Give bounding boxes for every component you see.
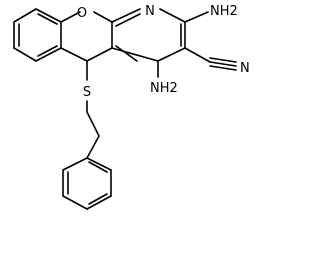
amine-2-label: NH2 (210, 4, 238, 19)
molecule-structure-diagram: O N NH2 N NH2 S (13, 4, 250, 210)
phenyl-ring (62, 157, 112, 210)
pyridine-ring (111, 8, 186, 62)
substituent-bonds (86, 11, 237, 81)
nitrile-nitrogen-label: N (240, 61, 250, 76)
sulfur-label: S (83, 85, 91, 100)
ring-oxygen-label: O (77, 6, 87, 21)
pyran-ring (60, 11, 113, 62)
benzyl-chain (86, 100, 100, 159)
pyridine-nitrogen-label: N (145, 4, 155, 19)
amine-4-label: NH2 (150, 81, 178, 96)
fused-benzene-ring (13, 8, 62, 62)
